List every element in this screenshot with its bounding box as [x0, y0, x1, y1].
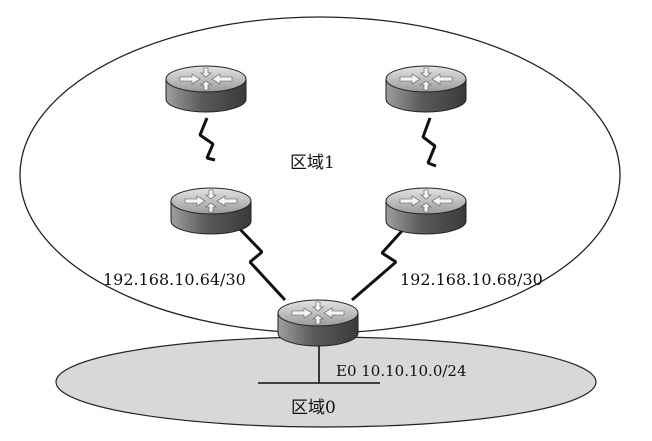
router-icon: [165, 65, 247, 113]
lan-label: E0 10.10.10.0/24: [336, 362, 467, 380]
area-0-label: 区域0: [291, 398, 336, 418]
router-icon: [170, 187, 252, 235]
router-icon: [385, 65, 467, 113]
link-right-label: 192.168.10.68/30: [400, 270, 543, 289]
serial-link-icon: [351, 220, 412, 302]
serial-link-icon: [231, 220, 287, 302]
serial-link-icon: [198, 117, 216, 162]
link-left-label: 192.168.10.64/30: [103, 270, 246, 289]
serial-link-icon: [421, 117, 437, 168]
router-icon: [277, 299, 359, 347]
area-1-label: 区域1: [290, 153, 335, 173]
router-icon: [385, 187, 467, 235]
